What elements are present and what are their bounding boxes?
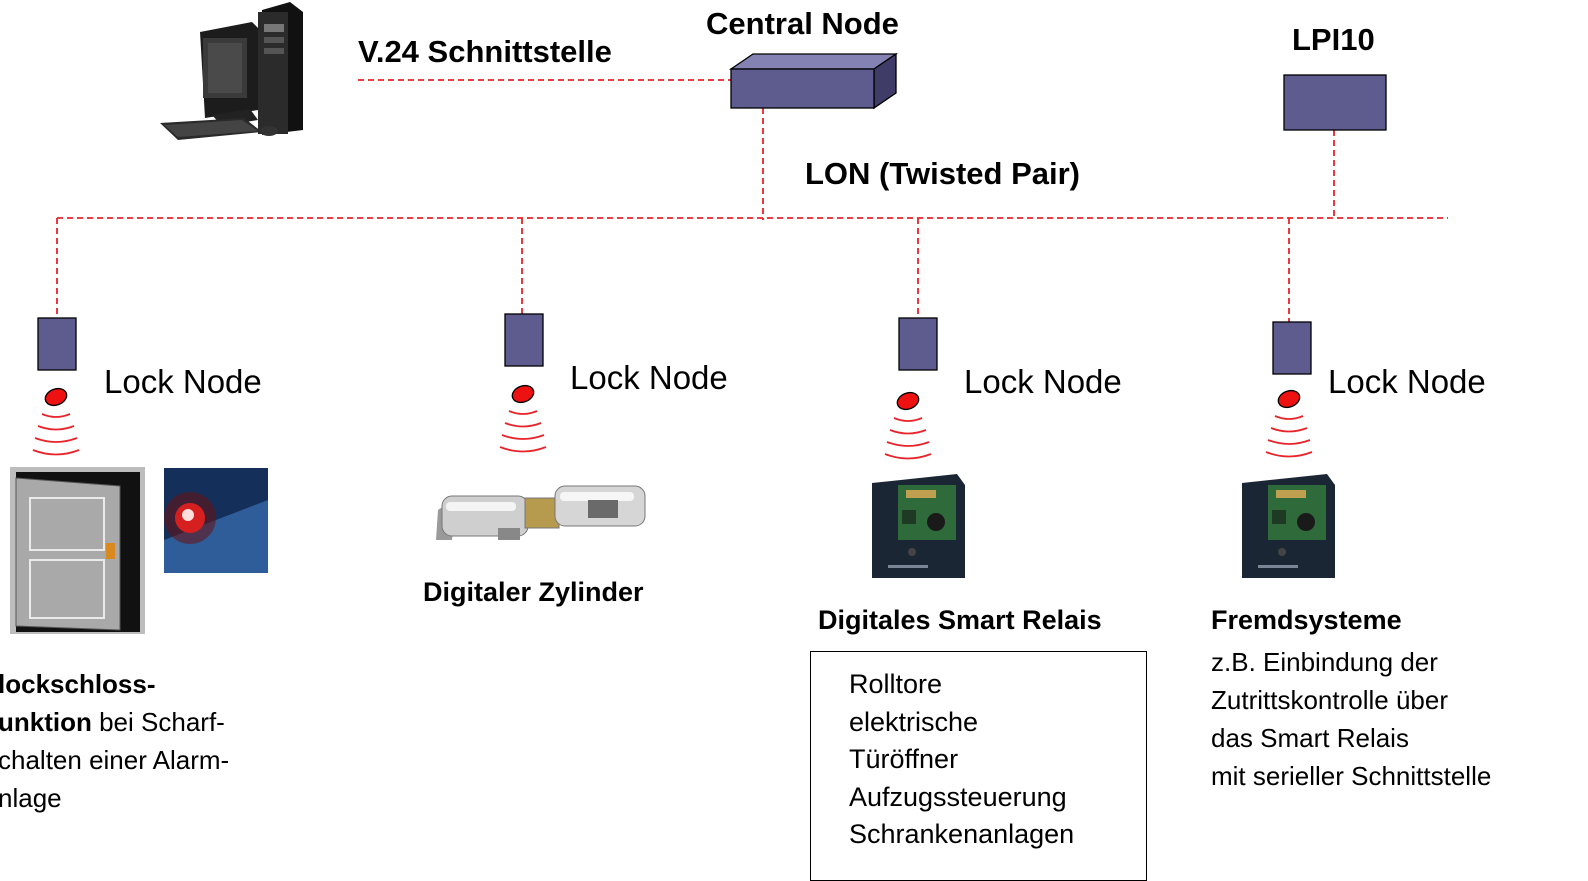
digitaler-zylinder-caption: Digitaler Zylinder [423, 577, 644, 607]
lpi10-box [1283, 74, 1387, 131]
blockschloss-line4: nlage [0, 783, 62, 813]
fremdsysteme-line: mit serieller Schnittstelle [1211, 761, 1492, 791]
smart-relais-caption: Digitales Smart Relais [818, 605, 1102, 635]
fremdsysteme-caption: Fremdsysteme [1211, 605, 1402, 635]
v24-interface-label: V.24 Schnittstelle [358, 34, 612, 69]
wave-1-icon [32, 413, 80, 456]
lock-node-1-box [37, 317, 77, 371]
fremdsysteme-line: z.B. Einbindung der [1211, 647, 1438, 677]
list-item: Rolltore [849, 669, 943, 699]
list-item: elektrische [849, 706, 979, 737]
smart-relais-device-icon [872, 474, 965, 578]
fremdsysteme-line: Zutrittskontrolle über [1211, 685, 1448, 715]
digital-cylinder-icon [436, 485, 646, 540]
computer-icon [160, 2, 303, 140]
list-item: Türöffner [849, 744, 959, 774]
blockschloss-line2: unktion bei Scharf- [0, 703, 229, 741]
sensor-1-icon [44, 387, 68, 407]
wave-3-icon [884, 417, 932, 460]
blockschloss-line2-bold: unktion [0, 707, 92, 737]
lock-node-4-box [1272, 321, 1312, 375]
alarm-light-icon [164, 468, 268, 573]
central-node-box [728, 52, 899, 110]
lock-node-1-label: Lock Node [104, 363, 262, 400]
lock-node-4-label: Lock Node [1328, 363, 1486, 400]
blockschloss-line2-rest: bei Scharf- [91, 707, 225, 737]
lock-node-3-label: Lock Node [964, 363, 1122, 400]
fremdsysteme-device-icon [1242, 474, 1335, 578]
lpi10-label: LPI10 [1292, 22, 1375, 57]
sensor-3-icon [896, 391, 920, 411]
fremdsysteme-description: z.B. Einbindung der Zutrittskontrolle üb… [1211, 643, 1491, 795]
lock-node-3-box [898, 317, 938, 371]
blockschloss-line3: chalten einer Alarm- [0, 745, 230, 775]
lock-node-2-box [504, 313, 544, 367]
blockschloss-line1: lockschloss- [0, 669, 156, 699]
wave-2-icon [499, 410, 547, 453]
door-icon [10, 467, 145, 634]
wave-4-icon [1265, 415, 1313, 458]
fremdsysteme-line: das Smart Relais [1211, 723, 1409, 753]
list-item: Schrankenanlagen [849, 819, 1075, 849]
sensor-4-icon [1277, 389, 1301, 409]
relais-application-list: Rolltore elektrische Türöffner Aufzugsst… [810, 651, 1147, 881]
sensor-2-icon [511, 384, 535, 404]
blockschloss-description: lockschloss- unktion bei Scharf- chalten… [0, 665, 229, 817]
lock-node-2-label: Lock Node [570, 359, 728, 396]
central-node-label: Central Node [706, 6, 899, 41]
list-item: Aufzugssteuerung [849, 781, 1067, 812]
lon-bus-label: LON (Twisted Pair) [805, 156, 1081, 191]
